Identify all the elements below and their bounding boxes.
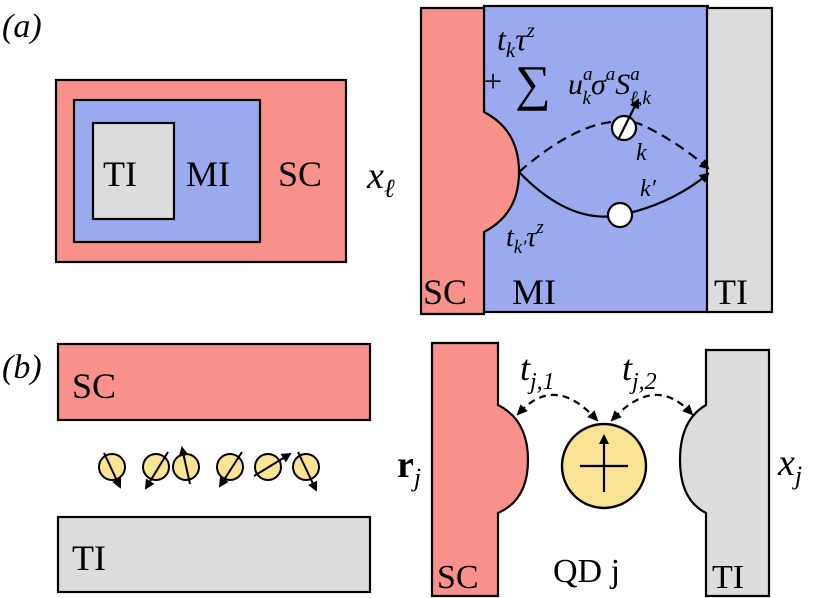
spin-arrow-top (617, 98, 639, 141)
b-sc-label: SC (72, 366, 116, 406)
nested-mi-label: MI (186, 154, 230, 194)
b-junction-ti (678, 348, 771, 598)
chain-spin-arrow (144, 451, 169, 490)
chain-spin-arrow (253, 452, 292, 477)
junction-ti-label: TI (714, 272, 748, 312)
sum-plus: + (484, 63, 502, 99)
chain-spin-arrow (218, 451, 243, 488)
path-k-label: k (636, 140, 647, 166)
chain-spin-arrow (178, 446, 191, 485)
b-junction-ti-label: TI (712, 559, 744, 596)
ti-region (705, 6, 774, 314)
panel-b-label: (b) (2, 349, 42, 386)
path-k-dashed (518, 120, 710, 173)
hop-top-term: tkτz (497, 18, 535, 62)
quantum-dot-chain (98, 446, 320, 492)
panel-a-label: (a) (2, 8, 42, 45)
nested-ti-label: TI (103, 154, 137, 194)
nested-ti-box (91, 121, 176, 221)
b-ti-slab (56, 515, 372, 594)
hop-bottom-term: tk′τz (506, 217, 544, 258)
t-j2-label: tj,2 (622, 348, 657, 395)
chain-dot (98, 453, 126, 481)
mi-region (482, 4, 710, 314)
chain-spin-arrow (297, 451, 318, 492)
b-sc-slab (56, 342, 372, 422)
b-junction-sc (430, 341, 530, 598)
t-j1-label: tj,1 (520, 348, 555, 395)
chain-spin-arrow (103, 452, 122, 489)
junction-sc-label: SC (423, 272, 467, 312)
path-kprime-label: k′ (640, 176, 657, 202)
sum-symbol: ∑ (515, 55, 551, 111)
b-junction-sc-label: SC (437, 559, 479, 596)
b-ti-label: TI (72, 538, 106, 578)
impurity-spin-bottom (606, 201, 634, 229)
x-ell-label: xℓ (366, 155, 395, 203)
nested-sc-label: SC (278, 154, 322, 194)
tunnel-arrow-1 (516, 393, 599, 422)
junction-mi-label: MI (512, 272, 556, 312)
r-j-label: rj (397, 444, 421, 492)
tunnel-arrow-2 (610, 393, 694, 422)
qd-label: QD j (553, 553, 620, 590)
x-j-label: xj (777, 442, 802, 490)
